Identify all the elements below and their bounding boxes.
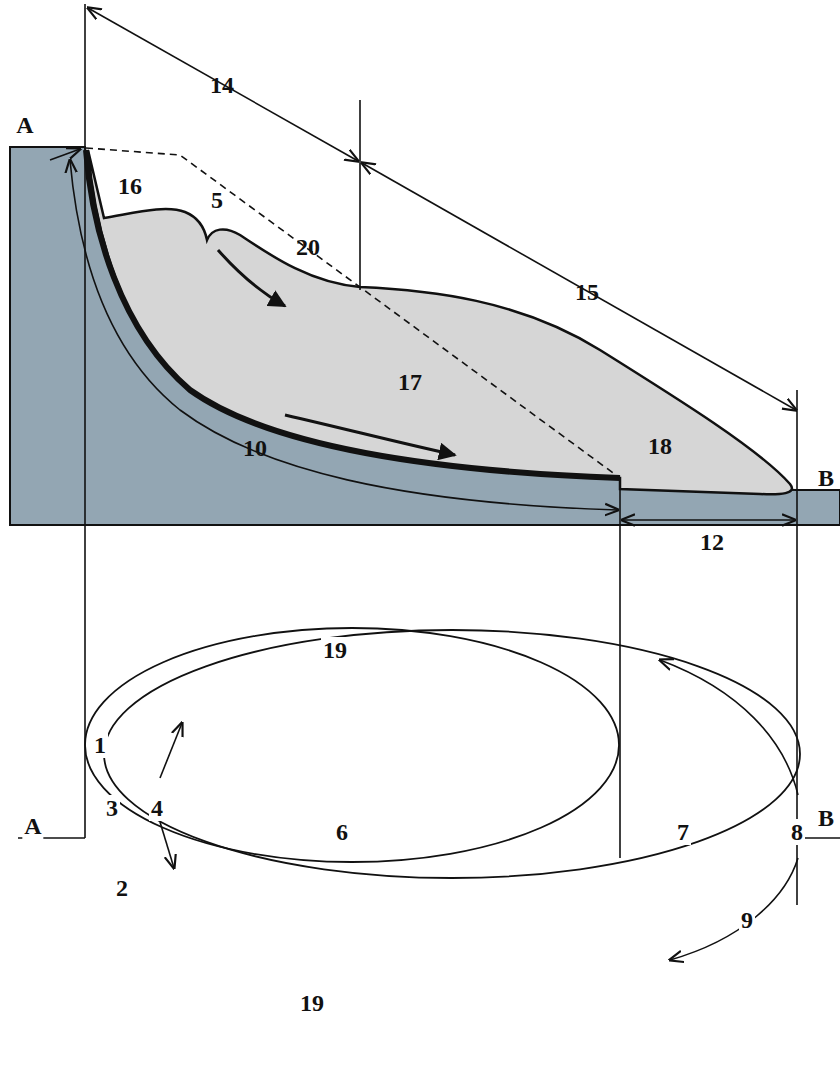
projection-line (359, 100, 361, 290)
width-arrow (160, 822, 174, 868)
callout-label: 14 (208, 72, 236, 98)
projection-line (619, 478, 621, 858)
callout-label: 17 (396, 369, 424, 395)
ground-section (10, 147, 840, 525)
plan-outline (85, 628, 619, 862)
callout-label: 10 (241, 435, 269, 461)
dimension-line (50, 149, 80, 160)
flank-arrow (660, 660, 798, 795)
callout-label: 4 (149, 795, 165, 821)
plan-outline (104, 630, 800, 878)
callout-label: 15 (573, 279, 601, 305)
flank-arrow (670, 858, 798, 960)
movement-arrow (285, 415, 455, 455)
callout-label: A (22, 813, 43, 839)
dimension-line (362, 163, 796, 410)
callout-label: 19 (321, 637, 349, 663)
callout-label: 16 (116, 173, 144, 199)
callout-label: A (14, 112, 35, 138)
callout-label: 9 (739, 907, 755, 933)
callout-label: 2 (114, 875, 130, 901)
callout-label: 8 (789, 819, 805, 845)
callout-label: 12 (698, 529, 726, 555)
callout-label: 18 (646, 433, 674, 459)
callout-label: 19 (298, 990, 326, 1016)
callout-label: 1 (92, 732, 108, 758)
rupture-surface (86, 150, 620, 478)
length-arrow (70, 160, 618, 510)
original-surface (86, 148, 620, 478)
dimension-line (88, 8, 358, 161)
projection-line (84, 4, 86, 838)
callout-label: 7 (675, 819, 691, 845)
callout-label: 5 (209, 187, 225, 213)
callout-label: B (816, 805, 836, 831)
width-arrow (160, 723, 182, 778)
callout-label: 3 (104, 795, 120, 821)
callout-label: 20 (294, 234, 322, 260)
callout-label: B (816, 465, 836, 491)
landslide-body (88, 150, 792, 494)
movement-arrow (218, 250, 285, 306)
section-line (800, 837, 840, 839)
callout-label: 6 (334, 819, 350, 845)
dimension-line (622, 519, 795, 521)
